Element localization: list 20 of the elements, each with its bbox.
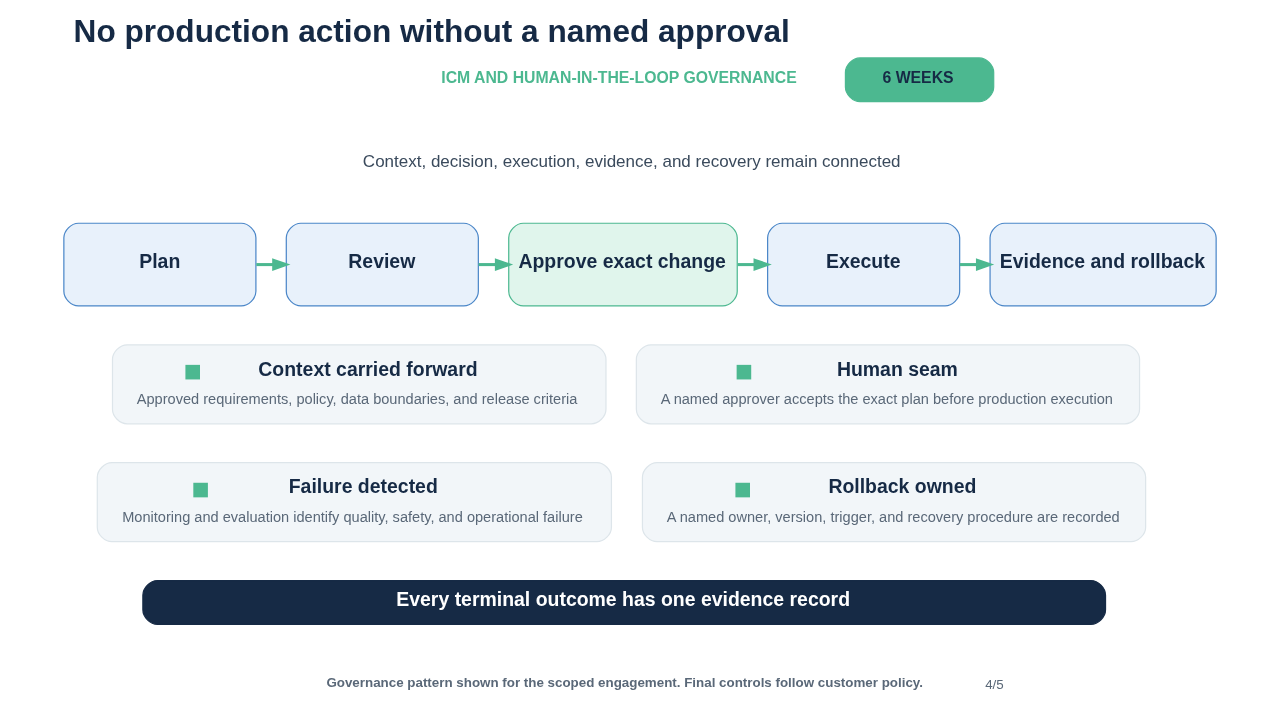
node-box: Evidence and rollback: [989, 222, 1217, 307]
node-box: Failure detected Monitoring and evaluation identify quality, safety, and operational failure: [96, 462, 613, 543]
node-box: Review: [285, 222, 479, 307]
node-box: Rollback owned A named owner, version, trigger, and recovery procedure are recorded: [641, 462, 1147, 543]
diagram-title: No production action without a named approval: [73, 12, 790, 49]
node-box: Human seam A named approver accepts the exact plan before production execution: [635, 344, 1141, 425]
node-box: Context carried forward Approved requirements, policy, data boundaries, and release criteria: [111, 344, 607, 425]
node-box: Plan: [63, 222, 257, 307]
node-box: Approve exact change: [508, 222, 738, 307]
label: ICM AND HUMAN-IN-THE-LOOP GOVERNANCE: [441, 68, 797, 86]
node-box: Execute: [767, 222, 961, 307]
node-box: 6 WEEKS: [844, 57, 995, 103]
arrow: [737, 258, 772, 271]
label: Governance pattern shown for the scoped engagement. Final controls follow customer policy.: [326, 675, 923, 691]
arrow: [478, 258, 514, 271]
arrow: [256, 258, 291, 271]
node-box: Every terminal outcome has one evidence record: [142, 580, 1107, 625]
label: Context, decision, execution, evidence, and recovery remain connected: [362, 151, 901, 171]
arrow: [960, 258, 995, 271]
label: 4/5: [985, 676, 1004, 692]
